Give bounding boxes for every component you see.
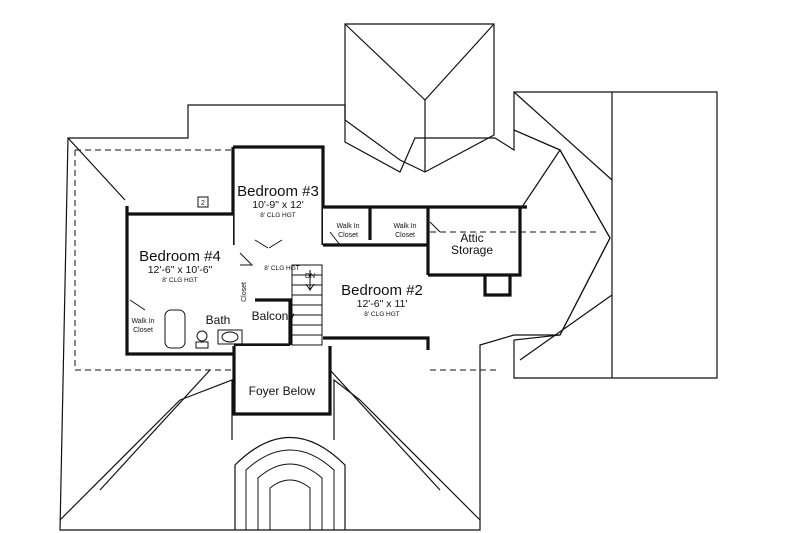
bedroom-3-ceiling: 8' CLG HGT [260,212,296,219]
door-swings [129,221,441,311]
attic-label-1: Attic [460,231,483,245]
stair-dn-label: DN [305,273,315,280]
attic-label-2: Storage [451,243,493,257]
bedroom-4 [125,206,290,356]
bedroom-4-name: Bedroom #4 [139,248,221,265]
bedroom-2 [323,205,527,350]
room-labels: Bedroom #3 10'-9" x 12' 8' CLG HGT Bedro… [131,183,493,398]
bedroom-3-dims: 10'-9" x 12' [252,199,304,211]
bedroom-2-name: Bedroom #2 [341,282,423,299]
walkin-closet-b4-2: Closet [133,327,153,334]
foyer-label: Foyer Below [249,384,316,398]
bedroom-2-ceiling: 8' CLG HGT [364,311,400,318]
bedroom-4-dims: 12'-6" x 10'-6" [148,264,213,276]
balcony-label: Balcony [252,309,295,323]
closet-label: Closet [241,282,248,302]
balcony-ceiling-label: 8' CLG HGT [264,265,300,272]
tag-label: 2 [201,200,205,207]
walkin-closet-b2-2: Closet [395,232,415,239]
bath-label: Bath [206,313,231,327]
walkin-closet-b4-1: Walk In [131,318,154,325]
bath-fixtures [164,309,243,349]
bedroom-2-dims: 12'-6" x 11' [357,298,408,310]
balcony [234,298,292,347]
walkin-closet-b2-1: Walk In [393,223,416,230]
bedroom-3-name: Bedroom #3 [237,183,319,200]
walkin-closet-b3-1: Walk In [336,223,359,230]
eave-lines [74,149,600,380]
stairs [291,264,323,346]
roof-lines [59,23,718,531]
walkin-closet-b3-2: Closet [338,232,358,239]
foyer-below [232,346,332,416]
bedroom-4-ceiling: 8' CLG HGT [162,277,198,284]
attic-storage [428,207,522,297]
tag-box [197,196,209,208]
